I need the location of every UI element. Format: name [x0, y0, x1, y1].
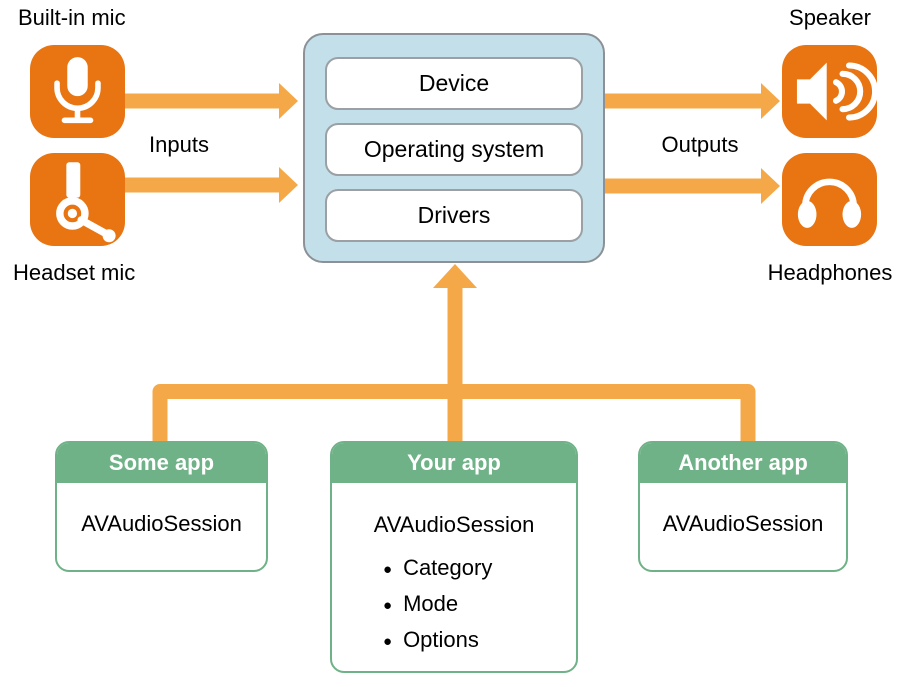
output-arrow-top [604, 93, 761, 109]
system-layer-drivers: Drivers [325, 189, 583, 242]
session-properties-list: Category Mode Options [383, 550, 492, 658]
list-item: Category [383, 550, 492, 586]
headset-mic-icon [30, 153, 125, 246]
avaudiosession-label: AVAudioSession [662, 510, 824, 536]
system-layer-device: Device [325, 57, 583, 110]
speaker-label: Speaker [789, 5, 871, 30]
app-card-body: AVAudioSession [57, 483, 266, 570]
built-in-mic-label: Built-in mic [18, 5, 126, 30]
speaker-icon [782, 45, 877, 138]
app-card-body: AVAudioSession [640, 483, 846, 570]
outputs-label: Outputs [661, 132, 739, 157]
list-item: Options [383, 622, 492, 658]
system-layer-operating-system: Operating system [325, 123, 583, 176]
session-arrowhead [433, 264, 477, 288]
app-card-title: Some app [57, 443, 266, 483]
headphones-icon [782, 153, 877, 246]
microphone-icon [30, 45, 125, 138]
app-card-title: Your app [332, 443, 576, 483]
avaudiosession-label: AVAudioSession [81, 510, 242, 536]
system-box: Device Operating system Drivers [303, 33, 605, 263]
app-card-title: Another app [640, 443, 846, 483]
headset-mic-label: Headset mic [13, 260, 136, 285]
app-card-body: AVAudioSession Category Mode Options [332, 483, 576, 671]
input-arrow-bottom [120, 177, 279, 193]
inputs-label: Inputs [149, 132, 209, 157]
avaudiosession-label: AVAudioSession [373, 512, 535, 537]
app-card-your-app: Your app AVAudioSession Category Mode Op… [330, 441, 578, 673]
app-card-another-app: Another app AVAudioSession [638, 441, 848, 572]
app-card-some-app: Some app AVAudioSession [55, 441, 268, 572]
input-arrow-top [120, 93, 279, 109]
list-item: Mode [383, 586, 492, 622]
headphones-label: Headphones [767, 260, 893, 285]
output-arrow-bottom [604, 178, 761, 194]
